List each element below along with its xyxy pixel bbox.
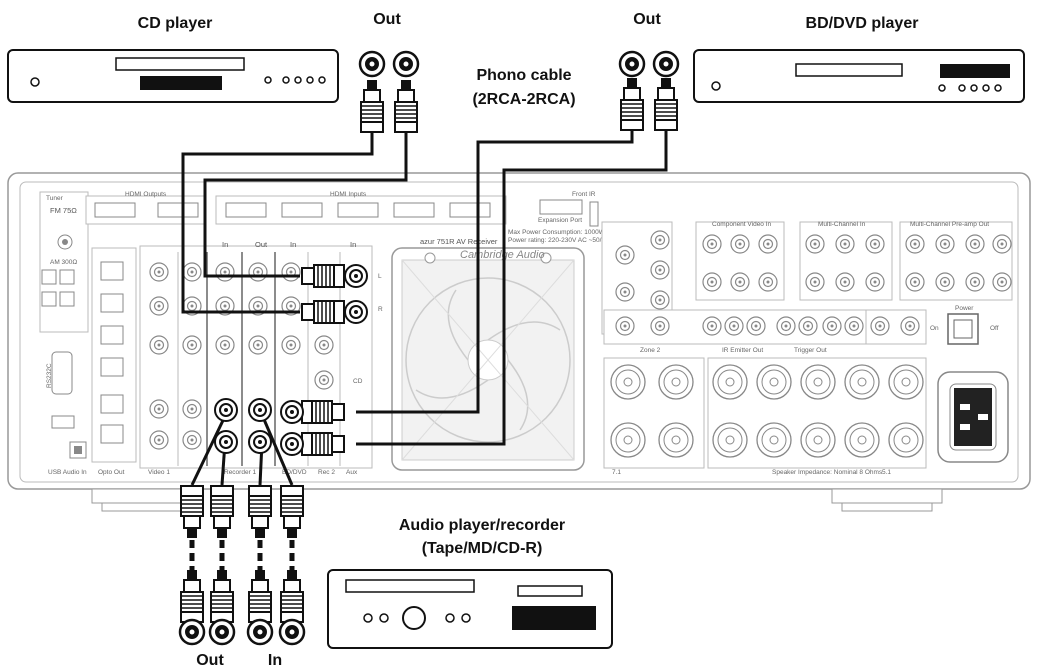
cd-l-label: L [378,273,382,280]
usb-audio-label: USB Audio In [48,469,87,476]
model-label: azur 751R AV Receiver [420,237,498,246]
recorder-in-label: In [268,652,282,669]
phono-cable-label-2: (2RCA-2RCA) [472,91,575,108]
brand-label: Cambridge Audio [460,249,545,261]
power-consumption-label: Max Power Consumption: 1000W [508,229,606,236]
bd-out-label: Out [633,11,661,28]
recorder-out-label: Out [196,652,224,669]
opto-out-label: Opto Out [98,469,125,476]
phono-cable-label-1: Phono cable [476,67,571,84]
ac-inlet [937,371,1009,463]
power-off-label: Off [990,325,999,332]
cd-label: CD [353,378,363,385]
front-ir-label: Front IR [572,191,596,198]
bd-dvd-player-label: BD/DVD player [806,15,919,32]
cd-cable-plugs [360,79,418,133]
rs232-label: RS232C [46,363,53,388]
audio-recorder-label-1: Audio player/recorder [399,517,565,534]
aux-label: Aux [346,469,358,476]
speaker-terminals [603,357,927,469]
in-label-2: In [290,240,296,249]
hdmi-outputs-label: HDMI Outputs [125,191,167,198]
bd-dvd-player [693,49,1025,103]
preamp-out-label: Multi-Channel Pre-amp Out [910,221,989,228]
recorder1-label: Recorder 1 [224,469,257,476]
speaker-71-label: 7.1 [612,469,621,476]
out-label-1: Out [255,240,268,249]
recorder-cable-plugs-bottom [180,569,304,623]
bd-dvd-label: BD/DVD [282,469,307,476]
bd-out-jacks [618,50,680,78]
component-video-label: Component Video In [712,221,772,228]
hdmi-inputs-label: HDMI Inputs [330,191,367,198]
power-on-label: On [930,325,939,332]
cable-bodies [189,540,295,570]
video1-label: Video 1 [148,469,170,476]
expansion-port-label: Expansion Port [538,217,582,224]
cables [181,128,668,486]
zone2-label: Zone 2 [640,347,661,354]
in-label-1: In [222,240,228,249]
receiver: Tuner FM 75Ω AM 300Ω RS232C USB Audio In… [7,172,1031,512]
cd-out-label: Out [373,11,401,28]
am-label: AM 300Ω [50,259,77,266]
speaker-51-label: 5.1 [882,469,891,476]
power-label: Power [955,305,974,312]
fm-label: FM 75Ω [50,206,77,215]
speaker-impedance-label: Speaker Impedance: Nominal 8 Ohms [772,469,883,476]
rec2-label: Rec 2 [318,469,335,476]
in-label-cd: In [350,240,356,249]
cd-out-jacks [358,50,420,78]
power-rating-label: Power rating: 220-230V AC ~50/60Hz [508,237,617,244]
multichannel-in-label: Multi-Channel In [818,221,866,228]
bd-cable-plugs [620,77,678,131]
recorder-cable-plugs-top [180,485,304,539]
cd-player [7,49,339,103]
audio-recorder [327,569,613,649]
cd-player-label: CD player [138,15,213,32]
cd-r-label: R [378,306,383,313]
tuner-label: Tuner [46,195,64,202]
trigger-out-label: Trigger Out [794,347,827,354]
cooling-fan [391,247,585,471]
recorder-jacks-device [178,618,306,646]
audio-recorder-label-2: (Tape/MD/CD-R) [422,540,543,557]
ir-emitter-label: IR Emitter Out [722,347,763,354]
